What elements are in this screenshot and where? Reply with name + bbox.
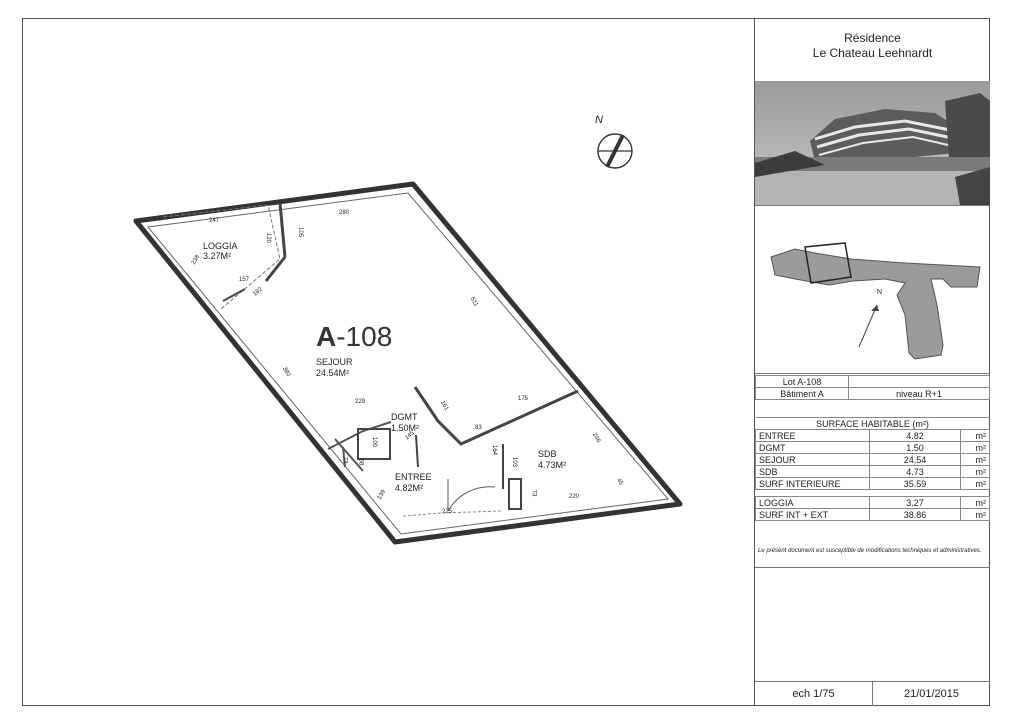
surface-row-unit: m²	[960, 496, 990, 509]
dimension-label: 73	[530, 489, 537, 497]
dimension-label: 68	[357, 458, 364, 466]
room-area-sejour: 24.54M²	[316, 368, 350, 378]
surface-row: SDB 4.73 m²	[755, 465, 990, 478]
surface-row: LOGGIA 3.27 m²	[755, 496, 990, 509]
building-photo-image	[755, 81, 990, 205]
lot-code-rest: -108	[336, 321, 393, 352]
surface-row-unit: m²	[960, 453, 990, 466]
dimension-label: 105	[297, 226, 304, 238]
room-area-entree: 4.82M²	[395, 483, 424, 493]
dimension-label: 120	[265, 232, 272, 244]
divider	[755, 567, 990, 568]
surface-row-value: 38.86	[869, 508, 961, 521]
drawing-scale: ech 1/75	[755, 682, 873, 706]
info-panel: Résidence Le Chateau Leehnardt	[754, 19, 990, 706]
lot-number: Lot A-108	[755, 375, 849, 388]
surface-row-total: SURF INTERIEURE 35.59 m²	[755, 477, 990, 490]
plan-sheet: N A-108 LOGGIA 3.27M² SEJOUR 24.54M² DGM…	[22, 18, 990, 706]
surface-table-header: SURFACE HABITABLE (m²)	[755, 417, 990, 430]
key-plan: N	[755, 205, 990, 374]
residence-title-line-1: Résidence	[844, 31, 901, 45]
room-name-sejour: SEJOUR	[316, 357, 353, 367]
key-plan-north-label: N	[877, 289, 883, 296]
residence-title-line-2: Le Chateau Leehnardt	[812, 46, 933, 60]
dimension-label: 164	[491, 444, 498, 456]
floor-plan-drawing	[133, 133, 683, 545]
lot-code: A-108	[316, 321, 392, 353]
surface-row: DGMT 1.50 m²	[755, 441, 990, 454]
dimension-label: 229	[355, 399, 366, 405]
room-name-loggia: LOGGIA	[203, 241, 238, 251]
surface-row-label: SURF INT + EXT	[755, 508, 870, 521]
lot-info-empty-cell	[848, 375, 990, 388]
building-level: niveau R+1	[848, 387, 990, 400]
room-area-sdb: 4.73M²	[538, 460, 567, 470]
room-name-sdb: SDB	[538, 449, 557, 459]
lot-code-prefix: A	[316, 321, 337, 352]
building-photo	[755, 81, 990, 206]
surface-row-label: ENTREE	[755, 429, 870, 442]
surface-row-value: 35.59	[869, 477, 961, 490]
footer: ech 1/75 21/01/2015	[755, 681, 990, 706]
surface-row-label: SURF INTERIEURE	[755, 477, 870, 490]
room-area-dgmt: 1.50M²	[391, 423, 420, 433]
surface-table: SURFACE HABITABLE (m²) ENTREE 4.82 m² DG…	[755, 417, 990, 521]
room-name-dgmt: DGMT	[391, 412, 418, 422]
surface-row-label: SDB	[755, 465, 870, 478]
surface-row-unit: m²	[960, 429, 990, 442]
surface-row: ENTREE 4.82 m²	[755, 429, 990, 442]
surface-row-value: 4.82	[869, 429, 961, 442]
north-label: N	[595, 114, 603, 126]
surface-row-value: 3.27	[869, 496, 961, 509]
table-spacer	[755, 489, 990, 497]
dimension-label: 175	[518, 396, 529, 402]
surface-row-label: LOGGIA	[755, 496, 870, 509]
dimension-label: 225	[442, 509, 453, 515]
floor-plan-area: N A-108 LOGGIA 3.27M² SEJOUR 24.54M² DGM…	[23, 19, 754, 705]
surface-row-grand-total: SURF INT + EXT 38.86 m²	[755, 508, 990, 521]
room-area-loggia: 3.27M²	[203, 251, 232, 261]
surface-row-label: SEJOUR	[755, 453, 870, 466]
surface-row-label: DGMT	[755, 441, 870, 454]
key-plan-drawing	[770, 242, 981, 360]
disclaimer-note: Le présent document est susceptible de m…	[758, 548, 982, 554]
room-name-entree: ENTREE	[395, 472, 432, 482]
dimension-label: 83	[475, 425, 482, 431]
dimension-label: 100	[371, 436, 378, 448]
residence-title: Résidence Le Chateau Leehnardt	[755, 19, 990, 82]
dimension-label: 280	[339, 210, 350, 216]
building-name: Bâtiment A	[755, 387, 849, 400]
surface-row-unit: m²	[960, 441, 990, 454]
dimension-label: 247	[209, 218, 220, 224]
dimension-label: 220	[569, 494, 580, 500]
surface-row-unit: m²	[960, 508, 990, 521]
lot-info-table: Lot A-108 Bâtiment A niveau R+1	[755, 375, 990, 400]
surface-row-unit: m²	[960, 477, 990, 490]
dimension-label: 103	[511, 456, 518, 468]
surface-row-value: 1.50	[869, 441, 961, 454]
dimension-label: 157	[239, 277, 250, 283]
surface-row-unit: m²	[960, 465, 990, 478]
surface-row: SEJOUR 24.54 m²	[755, 453, 990, 466]
drawing-date: 21/01/2015	[903, 688, 960, 700]
dimension-label: 73	[341, 456, 348, 464]
surface-row-value: 24.54	[869, 453, 961, 466]
surface-row-value: 4.73	[869, 465, 961, 478]
